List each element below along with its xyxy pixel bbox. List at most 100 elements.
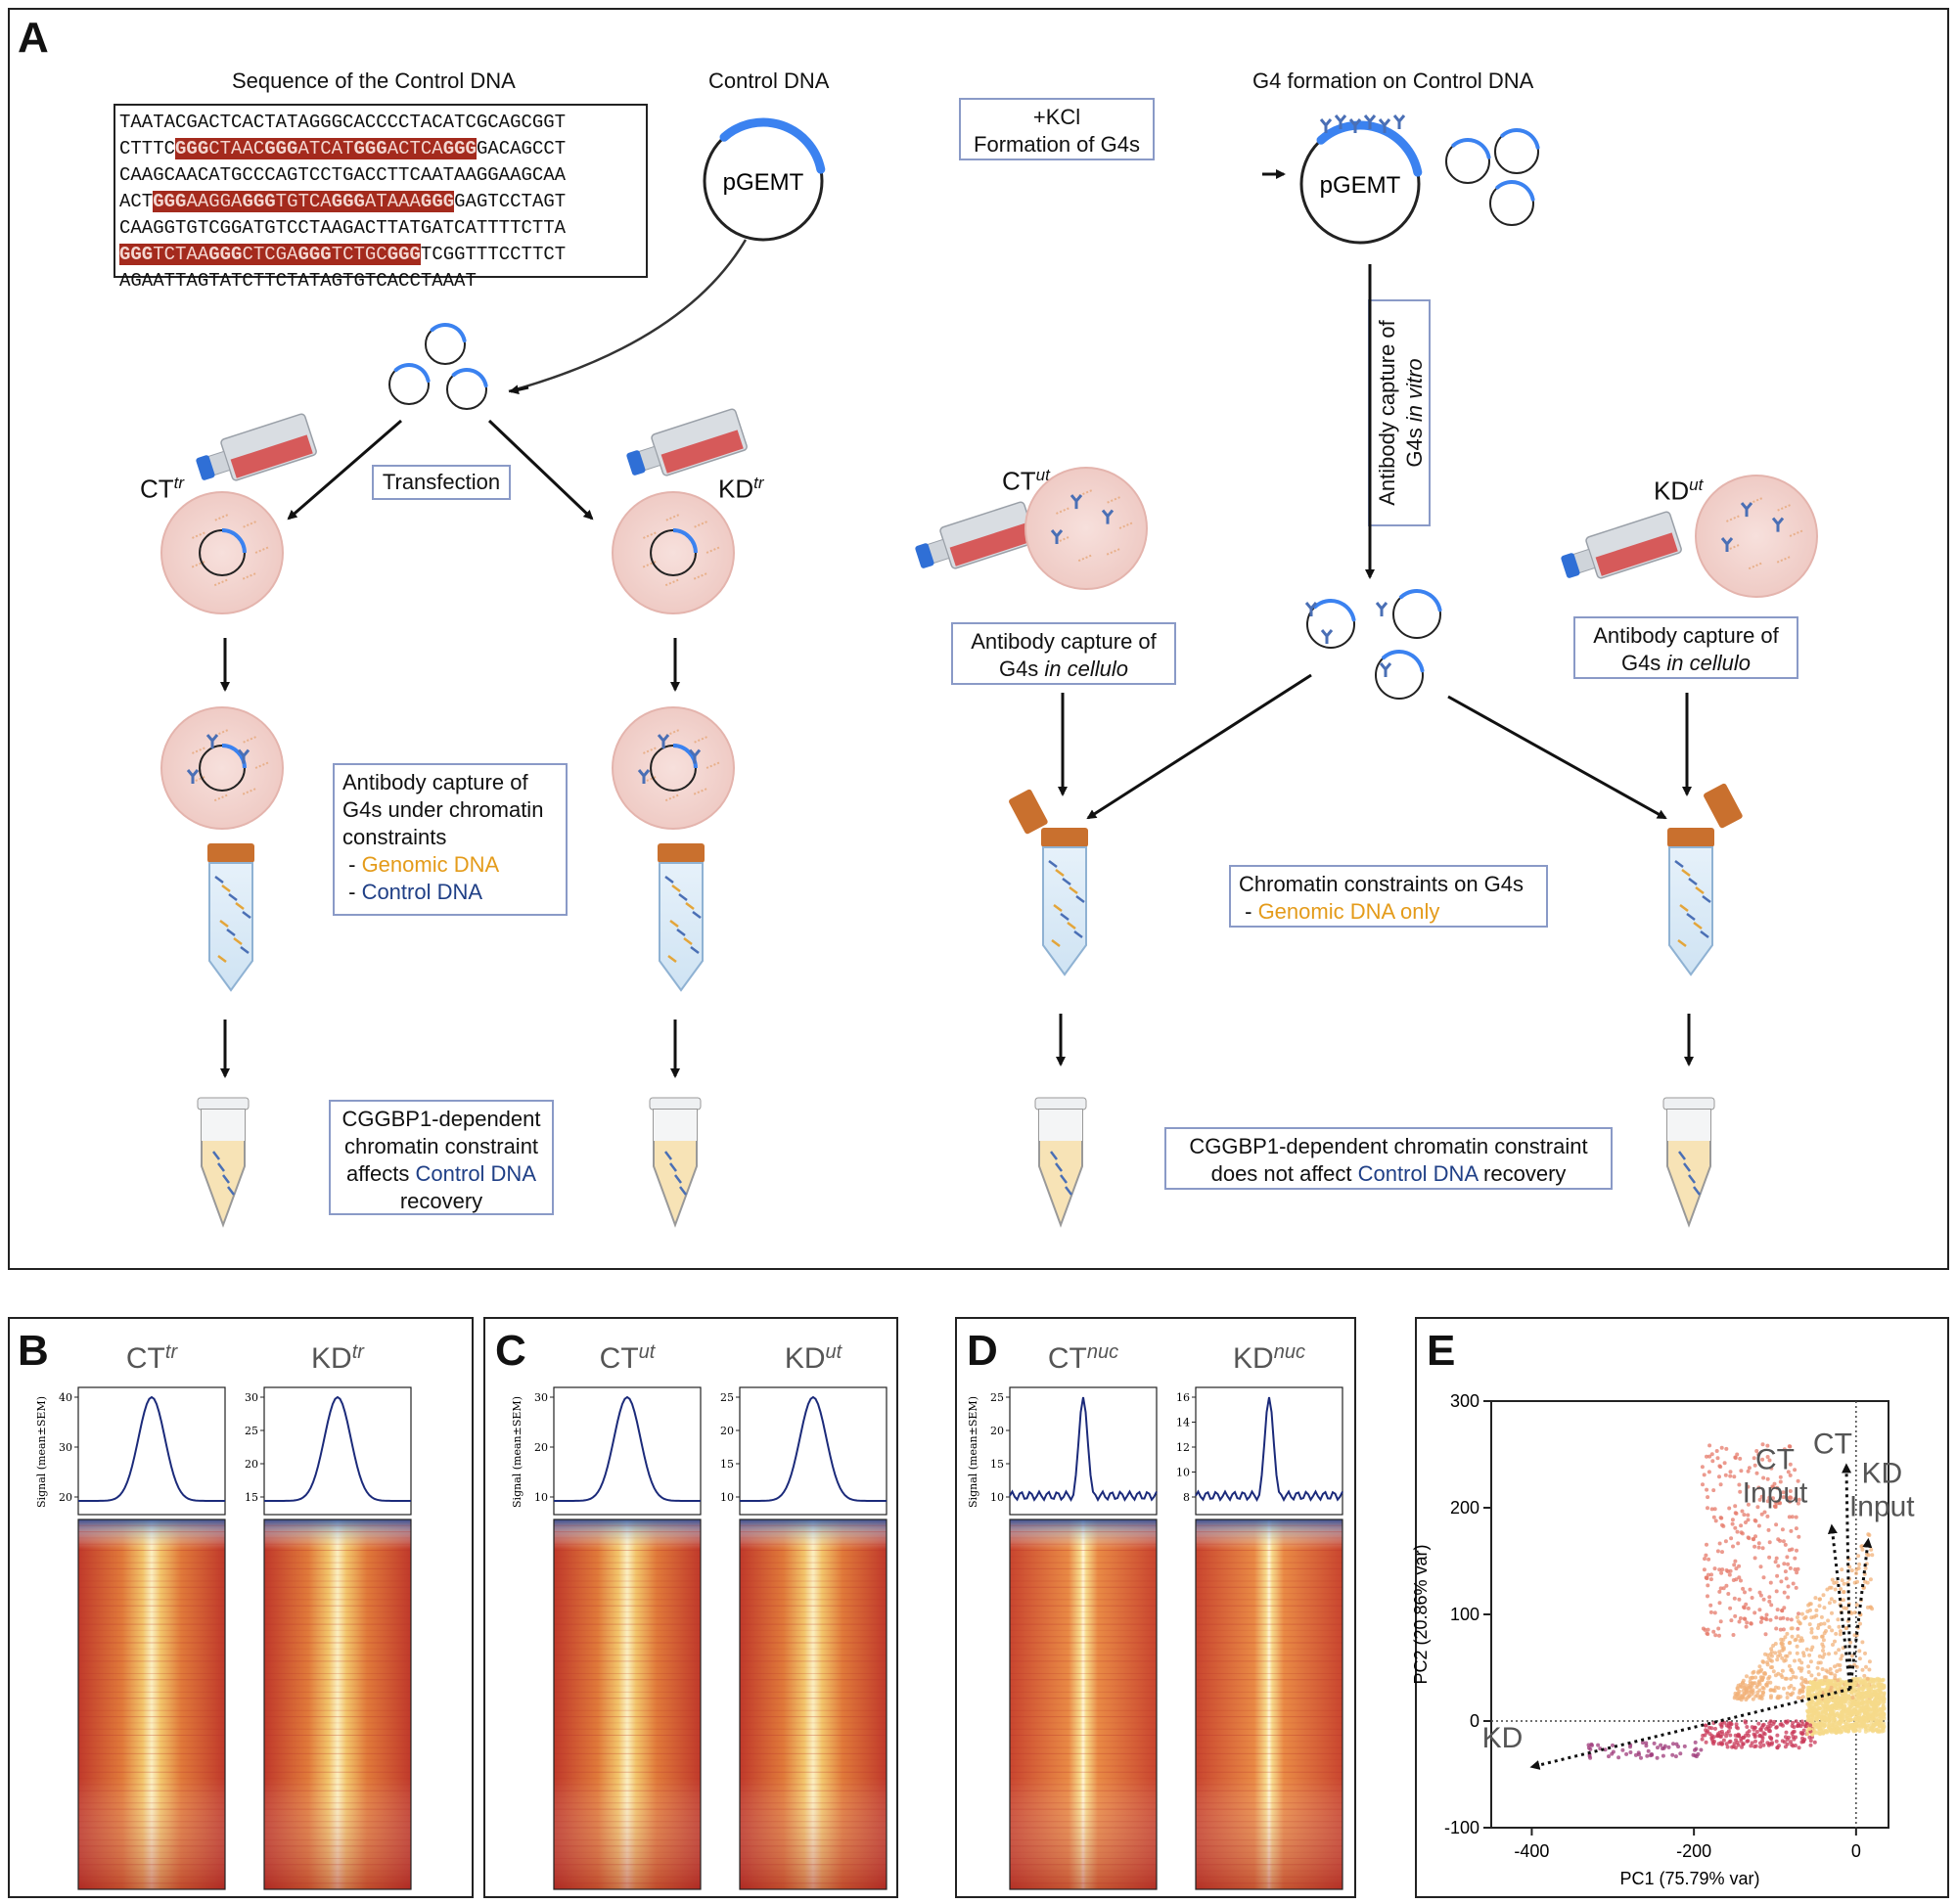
ct-tr-label: CTtr xyxy=(140,474,184,505)
ct-tr-eppendorf xyxy=(197,1097,250,1228)
ct-ut-cap xyxy=(1009,789,1048,835)
sequence-segment: CAAGGTGTCGGATGTCCTAAGACTTATGATCATTTTCTTA xyxy=(119,217,567,239)
antibody-shape xyxy=(205,734,219,749)
arrow-to-kd-ut-tube xyxy=(1447,695,1667,820)
dna-fragment xyxy=(242,911,251,919)
dna-fragment xyxy=(685,902,695,910)
profile-tick-label: 12 xyxy=(1176,1441,1190,1454)
sequence-line: GGGTCTAAGGGCTCGAGGGTCTGCGGGTCGGTTTCCTTCT xyxy=(119,242,642,268)
flask-media xyxy=(1595,532,1678,576)
profile-tick-label: 14 xyxy=(1176,1417,1190,1429)
chromatin-fragment xyxy=(1748,562,1763,570)
affects-line4: recovery xyxy=(399,1189,483,1213)
chromatin-fragment xyxy=(214,513,230,521)
chromatin-fragment xyxy=(1777,503,1793,512)
profile-tick-label: 25 xyxy=(990,1391,1004,1404)
flask-media xyxy=(949,522,1032,567)
kd-tr-eppendorf xyxy=(649,1097,702,1228)
chromatin-fragment xyxy=(192,530,206,539)
sequence-segment: ACT xyxy=(119,191,154,212)
iv-plasmid-2 xyxy=(1392,589,1442,639)
genomic-only-label: Genomic DNA only xyxy=(1257,899,1440,924)
antibody-shape xyxy=(1101,509,1115,524)
ct-ut-label: CTut xyxy=(1002,466,1050,497)
eppendorf-air xyxy=(654,1110,697,1141)
constraints-line3: constraints xyxy=(342,825,447,849)
ct-tr-cell xyxy=(160,491,284,614)
antibody-icon xyxy=(1720,537,1734,552)
antibody-icon xyxy=(1378,118,1391,133)
kd-ut-capture-line2-italic: in cellulo xyxy=(1666,651,1752,675)
kcl-box: +KCl Formation of G4s xyxy=(959,98,1155,160)
chromatin-fragment xyxy=(254,761,270,769)
profile-tick-label: 20 xyxy=(990,1425,1004,1437)
antibody-icon xyxy=(1740,502,1753,518)
antibody-shape xyxy=(1320,629,1334,644)
genomic-only-line2: - Genomic DNA only xyxy=(1239,898,1538,926)
arrow-to-ct-ut-tube xyxy=(1086,673,1312,820)
antibody-icon xyxy=(205,734,219,749)
constraints-line2: G4s under chromatin xyxy=(342,797,544,822)
g4-motif-segment: GGG xyxy=(242,191,276,212)
plasmid-insert xyxy=(451,368,488,388)
transfection-arrowhead xyxy=(509,385,529,395)
g4-motif-segment: AAGGA xyxy=(186,191,243,212)
control-dna-title: Control DNA xyxy=(708,68,830,93)
arrow-to-kd-tr xyxy=(487,419,594,521)
kd-tr-cell xyxy=(612,491,735,614)
ct-ut-capture-box: Antibody capture of G4s in cellulo xyxy=(951,622,1176,685)
g4-motif-segment: ACTCA xyxy=(387,138,443,159)
constraints-line4: - Genomic DNA xyxy=(342,851,558,879)
dna-fragment xyxy=(226,929,236,936)
dna-fragment xyxy=(235,902,245,910)
dna-fragment xyxy=(217,1162,225,1172)
genomic-only-line1: Chromatin constraints on G4s xyxy=(1239,872,1525,896)
antibody-icon xyxy=(1363,114,1377,129)
chromatin-fragment xyxy=(242,571,257,580)
no-affect-control: Control DNA xyxy=(1357,1161,1478,1186)
profile-tick-label: 10 xyxy=(1176,1467,1190,1479)
genomic-only-box: Chromatin constraints on G4s - Genomic D… xyxy=(1229,865,1548,928)
affects-recovery-box: CGGBP1-dependent chromatin constraint af… xyxy=(329,1100,554,1215)
plasmid-insert xyxy=(393,363,431,384)
dna-fragment xyxy=(228,893,238,901)
dna-fragment xyxy=(664,1151,672,1160)
plasmid-insert xyxy=(672,528,698,554)
plasmid-insert xyxy=(221,528,247,554)
g4-plasmid: pGEMT xyxy=(1299,120,1423,245)
ct-tr-tube xyxy=(207,843,254,992)
chromatin-fragment xyxy=(214,728,230,737)
chromatin-fragment xyxy=(1106,547,1121,556)
tube-cap xyxy=(207,843,254,863)
constraints-line5-dash: - xyxy=(342,880,362,904)
kcl-line2: Formation of G4s xyxy=(974,132,1140,157)
antibody-shape xyxy=(186,769,200,784)
profile-tick-label: 16 xyxy=(1176,1391,1190,1404)
chromatin-fragment xyxy=(213,793,229,802)
antibody-shape xyxy=(1304,602,1318,616)
plasmid-insert xyxy=(1495,180,1535,202)
control-dna-label: Control DNA xyxy=(361,880,483,904)
antibody-icon xyxy=(237,748,250,764)
small-plasmid-4 xyxy=(425,323,467,365)
kd-ut-capture-line2-plain: G4s xyxy=(1620,651,1667,675)
antibody-icon xyxy=(186,769,200,784)
panel-a-frame xyxy=(8,8,1949,1270)
small-plasmid-3 xyxy=(1489,180,1535,226)
no-affect-line2: does not affect Control DNA recovery xyxy=(1174,1160,1603,1188)
ct-tr-flask xyxy=(196,413,317,481)
plasmid-insert xyxy=(672,744,698,769)
antibody-shape xyxy=(1050,529,1064,544)
dna-fragment xyxy=(667,955,677,963)
chromatin-fragment xyxy=(242,787,257,795)
g4-motif-segment: GGG xyxy=(208,244,243,265)
antibody-shape xyxy=(1740,502,1753,518)
chromatin-fragment xyxy=(243,735,258,744)
antibody-icon xyxy=(657,734,670,749)
kd-ut-capture-line2: G4s in cellulo xyxy=(1583,650,1789,677)
dna-fragment xyxy=(678,893,688,901)
antibody-shape xyxy=(1720,537,1734,552)
constraints-line1: Antibody capture of xyxy=(342,770,528,794)
g4-motif-segment: GGG xyxy=(119,244,154,265)
